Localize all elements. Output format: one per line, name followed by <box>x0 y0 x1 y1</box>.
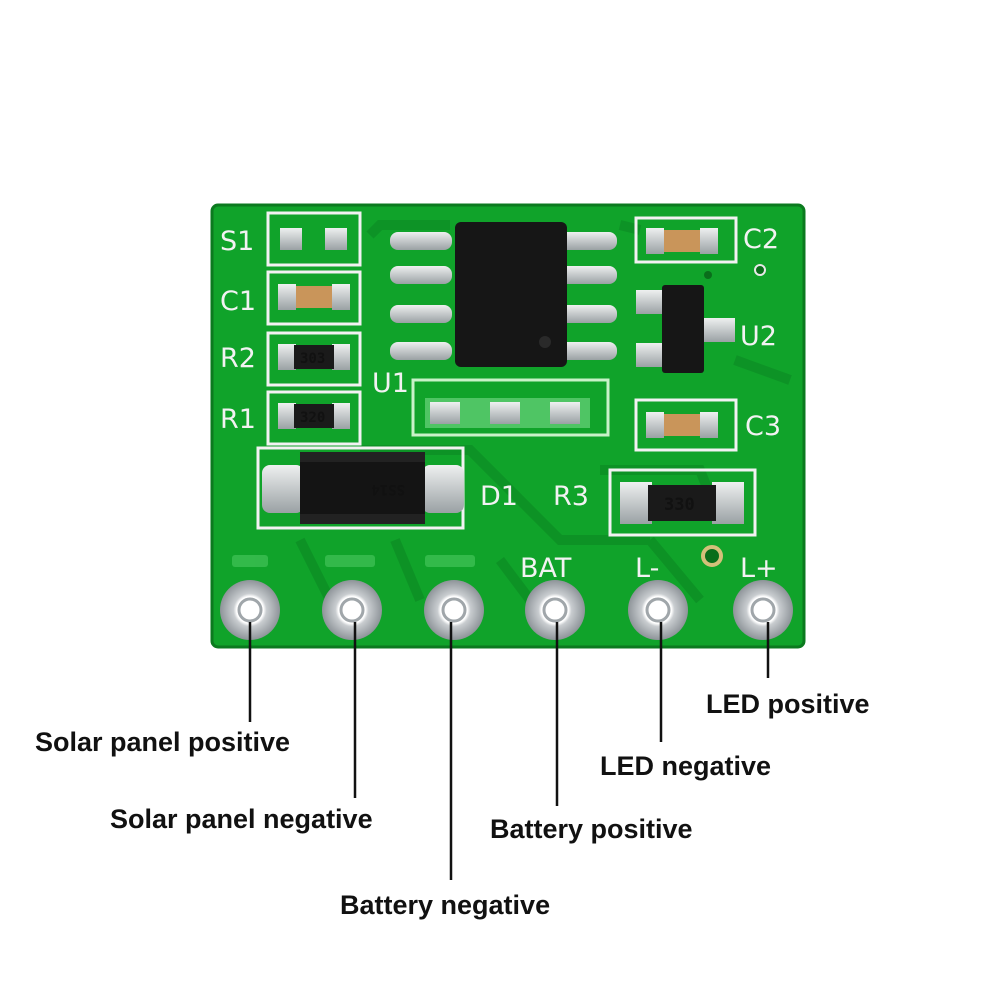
callout-led-positive: LED positive <box>706 689 870 719</box>
silk-label-u1: U1 <box>372 368 409 399</box>
r2-code: 303 <box>300 351 325 367</box>
pad-battery-positive <box>525 580 585 640</box>
silk-label-r3: R3 <box>553 481 589 512</box>
callout-solar-positive: Solar panel positive <box>35 727 291 757</box>
callout-battery-positive: Battery positive <box>490 814 693 844</box>
r3-resistor: 330 <box>620 482 744 524</box>
d1-diode: SS14 <box>262 452 464 524</box>
silk-label-l-minus: L- <box>635 553 659 584</box>
silk-label-c1: C1 <box>220 286 256 317</box>
u2-regulator <box>636 285 735 373</box>
silk-label-d1: D1 <box>480 481 518 512</box>
pad-battery-negative <box>424 580 484 640</box>
silkscreen-outlines <box>256 211 757 537</box>
pad-solar-negative <box>322 580 382 640</box>
pad-led-positive <box>733 580 793 640</box>
d1-code: SS14 <box>371 481 405 497</box>
c3-capacitor <box>646 412 718 438</box>
silk-label-s1: S1 <box>220 226 254 257</box>
r2-resistor: 303 <box>278 344 350 370</box>
silk-label-r2: R2 <box>220 343 256 374</box>
silk-label-c3: C3 <box>745 411 781 442</box>
r3-code: 330 <box>664 495 695 515</box>
silk-label-l-plus: L+ <box>740 553 778 584</box>
silk-label-c2: C2 <box>743 224 779 255</box>
callout-solar-negative: Solar panel negative <box>110 804 373 834</box>
callout-leaders <box>248 622 770 880</box>
r1-code: 320 <box>300 410 325 426</box>
pin-pads <box>220 580 793 640</box>
silk-label-u2: U2 <box>740 321 777 352</box>
pad-led-negative <box>628 580 688 640</box>
u1-ic <box>390 222 617 367</box>
silk-label-bat: BAT <box>520 553 572 584</box>
silk-label-r1: R1 <box>220 404 256 435</box>
callout-led-negative: LED negative <box>600 751 772 781</box>
pad-solar-positive <box>220 580 280 640</box>
c1-capacitor <box>278 284 350 310</box>
callout-battery-negative: Battery negative <box>340 890 551 920</box>
led-strip <box>425 398 590 428</box>
c2-capacitor <box>646 228 718 254</box>
r1-resistor: 320 <box>278 403 350 429</box>
s1-footprint <box>280 228 347 250</box>
